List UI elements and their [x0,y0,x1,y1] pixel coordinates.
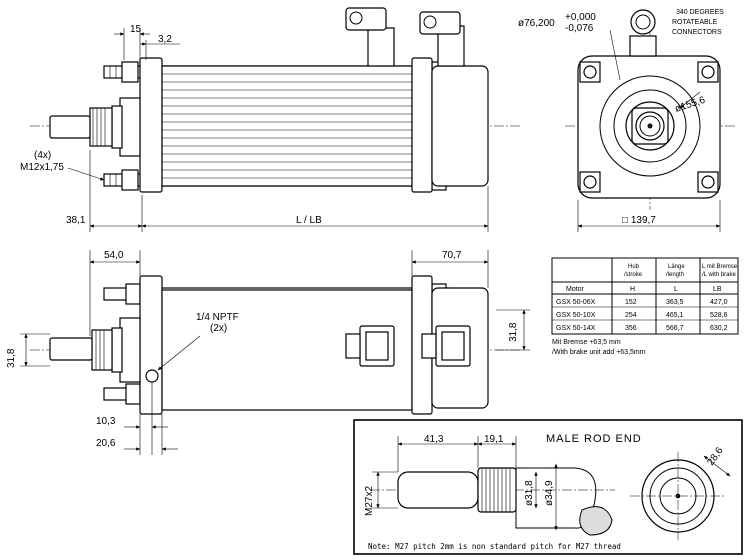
th-lb: LB [713,286,722,293]
dim-31-8-right: 31,8 [508,322,519,342]
dim-20-6: 20,6 [96,438,116,449]
dim-41-3: 41,3 [424,434,444,445]
dim-31-8-left: 31,8 [6,348,17,368]
dim-38-1: 38,1 [66,215,86,226]
dim-l-lb: L / LB [296,215,322,226]
label-nptf-count: (2x) [210,323,227,334]
spec-table [551,257,739,335]
dim-m27: M27x2 [364,486,375,516]
brake-note-2: /With brake unit add +63,5mm [552,349,646,356]
row2-motor: GSX 50-10X [556,312,596,319]
th-motor: Motor [566,286,585,293]
rod-end-title: MALE ROD END [546,433,642,445]
dim-3-2: 3,2 [158,34,172,45]
rod-note: Note: M27 pitch 2mm is non standard pitc… [368,542,621,551]
label-nptf: 1/4 NPTF [196,312,239,323]
dim-sq139: □ 139,7 [622,215,656,226]
dim-19-1: 19,1 [484,434,504,445]
rotate-note-1: 340 DEGREES [676,9,724,16]
dim-phi31-8: ø31,8 [524,480,535,506]
dim-28-6: 28,6 [705,445,725,468]
th-length-a: Länge [668,264,685,270]
tol-minus: -0,076 [565,23,594,34]
row3-lb: 630,2 [710,325,728,332]
row2-h: 254 [625,312,637,319]
th-length-b: /length [666,272,684,278]
top-view [20,250,530,455]
row1-l: 363,5 [666,299,684,306]
rotate-note-3: CONNECTORS [672,29,722,36]
dim-m12: M12x1,75 [20,162,64,173]
tol-plus: +0,000 [565,12,596,23]
th-brake-a: L mit Bremse [702,264,738,270]
row2-l: 465,1 [666,312,684,319]
dim-phi76: ø76,200 [518,18,555,29]
end-view [565,9,735,232]
side-view [30,7,520,232]
dim-15: 15 [130,24,142,35]
row2-lb: 528,6 [710,312,728,319]
row1-motor: GSX 50-06X [556,299,596,306]
row3-l: 566,7 [666,325,684,332]
dim-10-3: 10,3 [96,416,116,427]
rotate-note-2: ROTATEABLE [672,19,718,26]
row3-h: 356 [625,325,637,332]
brake-note-1: Mit Bremse +63,5 mm [552,339,621,346]
row1-h: 152 [625,299,637,306]
th-l: L [674,286,678,293]
th-brake-b: /L with brake [702,272,736,278]
dim-phi34-9: ø34,9 [544,480,555,506]
th-stroke-a: Hub [628,264,640,270]
th-h: H [630,286,635,293]
dim-54: 54,0 [104,250,124,261]
th-stroke-b: /stroke [624,272,643,278]
dim-4x: (4x) [34,150,51,161]
row3-motor: GSX 50-14X [556,325,596,332]
dim-70-7: 70,7 [442,250,462,261]
row1-lb: 427,0 [710,299,728,306]
rod-end-detail [353,419,743,555]
